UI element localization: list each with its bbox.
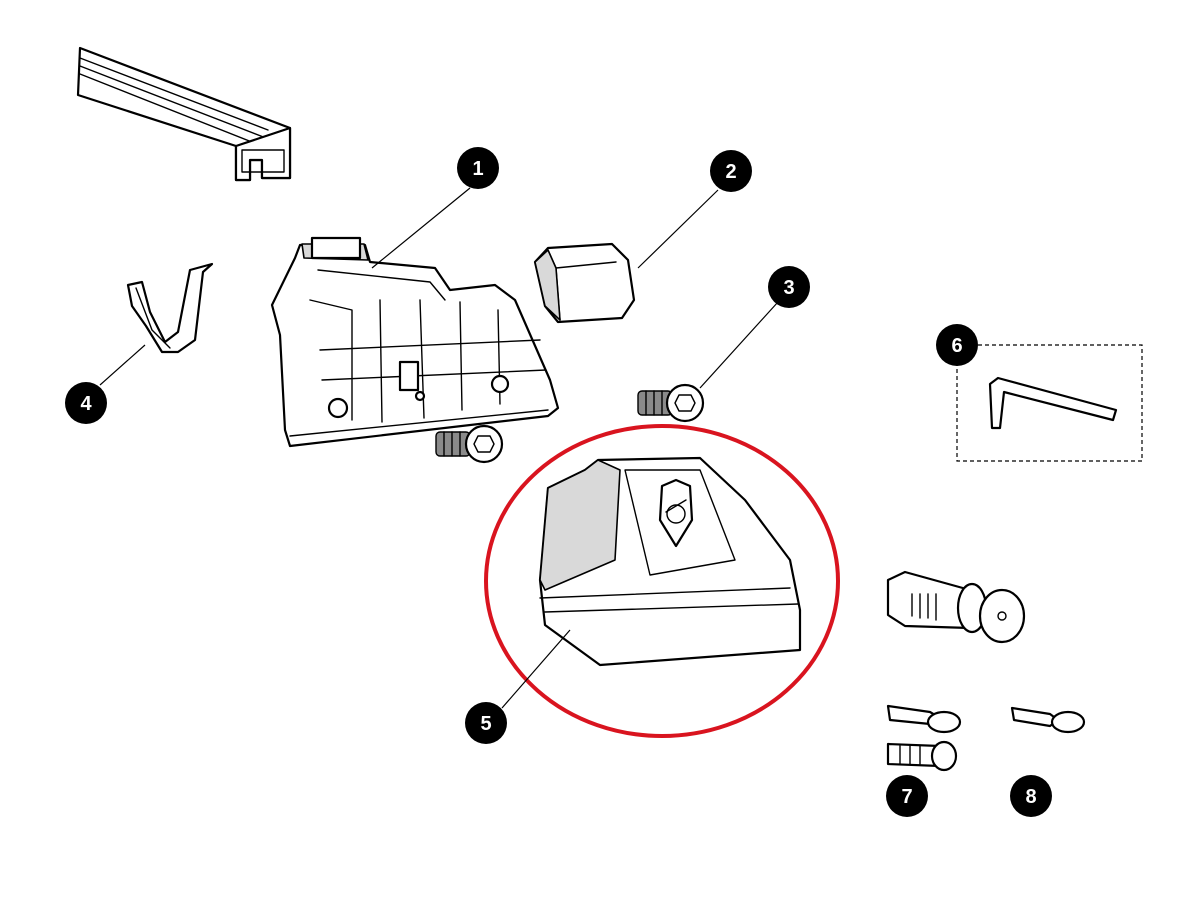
key-with-cylinder (886, 704, 962, 772)
screw-3 (637, 383, 705, 423)
allen-key-frame (956, 344, 1143, 462)
callout-8-label: 8 (1025, 786, 1036, 808)
end-cap (533, 242, 636, 324)
foot-cover (538, 456, 802, 667)
callout-5-label: 5 (480, 713, 491, 735)
callout-1-label: 1 (472, 158, 483, 180)
callout-3-label: 3 (783, 277, 794, 299)
screw-left (435, 424, 504, 464)
spring-clip (126, 262, 214, 354)
callout-3: 3 (768, 266, 810, 308)
highlight-circle (484, 424, 840, 738)
callout-6: 6 (936, 324, 978, 366)
callout-7: 7 (886, 775, 928, 817)
callout-7-label: 7 (901, 786, 912, 808)
callout-2-label: 2 (725, 161, 736, 183)
key (1010, 706, 1086, 734)
allen-key (956, 344, 1143, 462)
callout-2: 2 (710, 150, 752, 192)
callout-4: 4 (65, 382, 107, 424)
callout-1: 1 (457, 147, 499, 189)
lock-cylinder-with-key (886, 570, 1026, 644)
callout-5: 5 (465, 702, 507, 744)
callout-8: 8 (1010, 775, 1052, 817)
roof-bar (76, 46, 292, 182)
rack-foot (270, 236, 560, 448)
callout-4-label: 4 (80, 393, 92, 415)
callout-6-label: 6 (951, 335, 962, 357)
leader-lines (99, 187, 779, 709)
